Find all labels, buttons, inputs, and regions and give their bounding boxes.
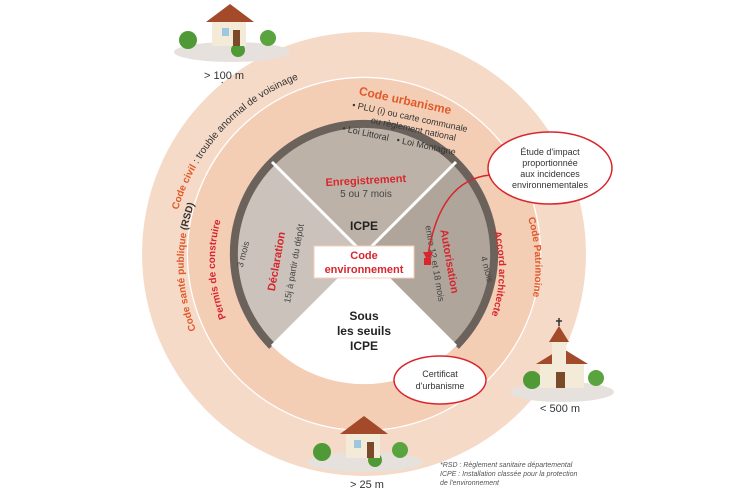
sous-seuils-line-3: ICPE [350,339,378,353]
enregistrement-delay: 5 ou 7 mois [340,189,392,200]
center-box [313,245,415,279]
icpe-label: ICPE [350,219,378,233]
sector-bottom [272,254,456,385]
footnote-3: de l'environnement [440,480,500,487]
certificat-line-2: d'urbanisme [416,381,465,391]
enregistrement-title: Enregistrement [325,173,407,189]
church-bottom-right [510,318,614,402]
sector-left-declaration [233,162,364,346]
certificat-callout [393,355,487,405]
etude-marker [424,258,431,265]
sector-dark-rim [229,119,499,349]
etude-arrow-head [423,252,433,262]
distance-top-left: > 100 m [204,70,244,82]
etude-arrow [427,174,491,256]
certificat-line-1: Certificat [422,369,458,379]
etude-line-1: Étude d'impact [520,147,580,157]
footnote-1: *RSD : Règlement sanitaire départemental [440,462,573,469]
etude-line-3: aux incidences [520,169,580,179]
sous-seuils-line-1: Sous [349,309,379,323]
house-top-left [174,4,290,62]
distance-bottom: > 25 m [350,479,384,491]
etude-callout [487,131,613,205]
etude-line-2: proportionnée [522,158,578,168]
etude-line-4: environnementales [512,180,589,190]
distance-bottom-right: < 500 m [540,403,580,415]
footnote-2: ICPE : Installation classée pour la prot… [440,471,577,478]
sector-top-enregistrement [272,123,456,254]
sous-seuils-line-2: les seuils [337,324,391,338]
center-line-2: environnement [325,264,404,276]
center-line-1: Code [350,250,378,262]
house-bottom [307,416,423,472]
